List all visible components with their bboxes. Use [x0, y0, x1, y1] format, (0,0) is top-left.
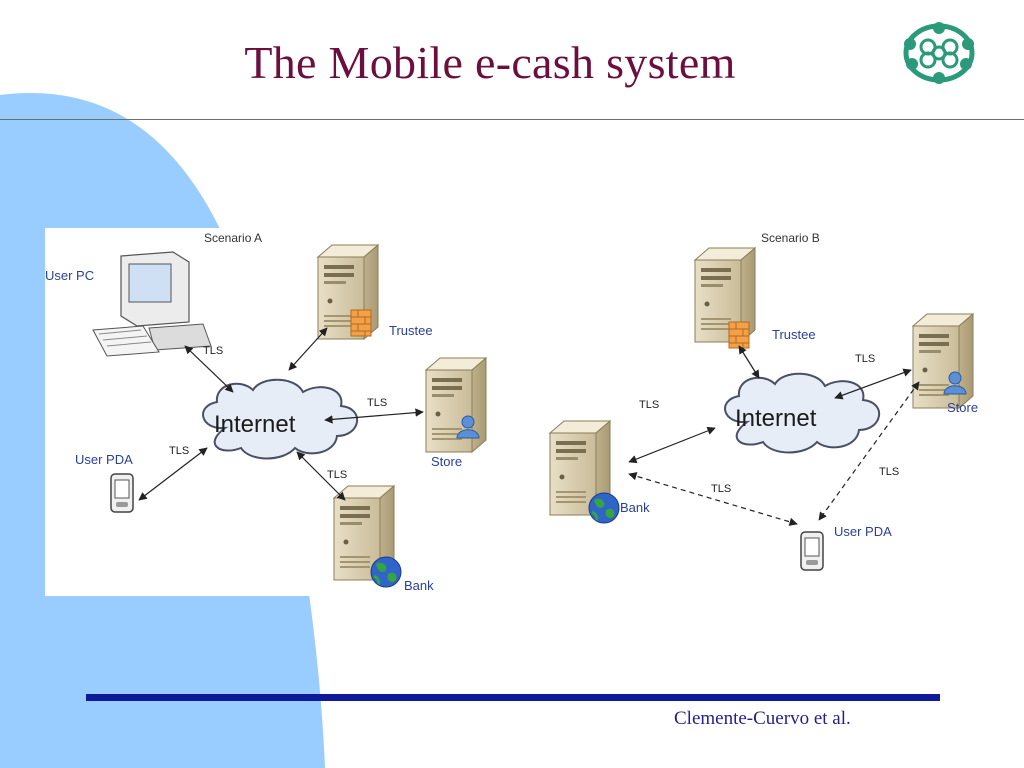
link-store-internet — [324, 408, 424, 424]
node-label-store-b: Store — [947, 400, 978, 415]
link-label-bank-pda-b: TLS — [711, 483, 731, 495]
link-label-pc-internet: TLS — [203, 345, 223, 357]
link-label-store-internet-b: TLS — [855, 353, 875, 365]
node-label-user-pda-a: User PDA — [75, 452, 133, 467]
firewall-icon — [350, 309, 372, 337]
node-label-bank-b: Bank — [620, 500, 650, 515]
globe-icon — [369, 555, 403, 589]
link-pc-internet — [184, 345, 234, 393]
node-label-trustee-a: Trustee — [389, 323, 433, 338]
footer-divider — [86, 694, 940, 701]
link-bank-pda-b — [628, 472, 798, 526]
link-label-bank-internet-b: TLS — [639, 399, 659, 411]
institution-seal-logo — [903, 22, 975, 84]
network-diagram: Scenario A User PC User PDA Trustee Stor… — [45, 228, 985, 596]
link-trustee-internet — [288, 327, 328, 371]
link-bank-internet-b — [628, 426, 716, 464]
node-label-trustee-b: Trustee — [772, 327, 816, 342]
scenario-b-label: Scenario B — [761, 231, 820, 245]
link-label-bank-internet: TLS — [327, 469, 347, 481]
slide-footer: Clemente-Cuervo et al. — [674, 708, 851, 729]
user-pc-icon — [92, 251, 212, 357]
scenario-a-label: Scenario A — [204, 231, 262, 245]
node-label-store-a: Store — [431, 454, 462, 469]
link-trustee-internet-b — [738, 345, 760, 379]
node-label-bank-a: Bank — [404, 578, 434, 593]
cloud-label-b: Internet — [735, 405, 817, 432]
link-store-pda-b — [818, 381, 920, 521]
link-bank-internet — [296, 451, 346, 501]
cloud-label-a: Internet — [214, 411, 296, 438]
user-pda-icon — [800, 531, 824, 571]
globe-icon — [587, 491, 621, 525]
user-pda-icon — [110, 473, 134, 513]
title-divider — [0, 119, 1024, 120]
node-label-user-pc: User PC — [45, 268, 94, 283]
link-label-store-pda-b: TLS — [879, 466, 899, 478]
link-label-store-internet: TLS — [367, 397, 387, 409]
link-label-pda-internet: TLS — [169, 445, 189, 457]
link-pda-internet — [138, 447, 208, 501]
firewall-icon — [728, 321, 750, 349]
slide-title: The Mobile e-cash system — [244, 37, 736, 88]
node-label-user-pda-b: User PDA — [834, 524, 892, 539]
